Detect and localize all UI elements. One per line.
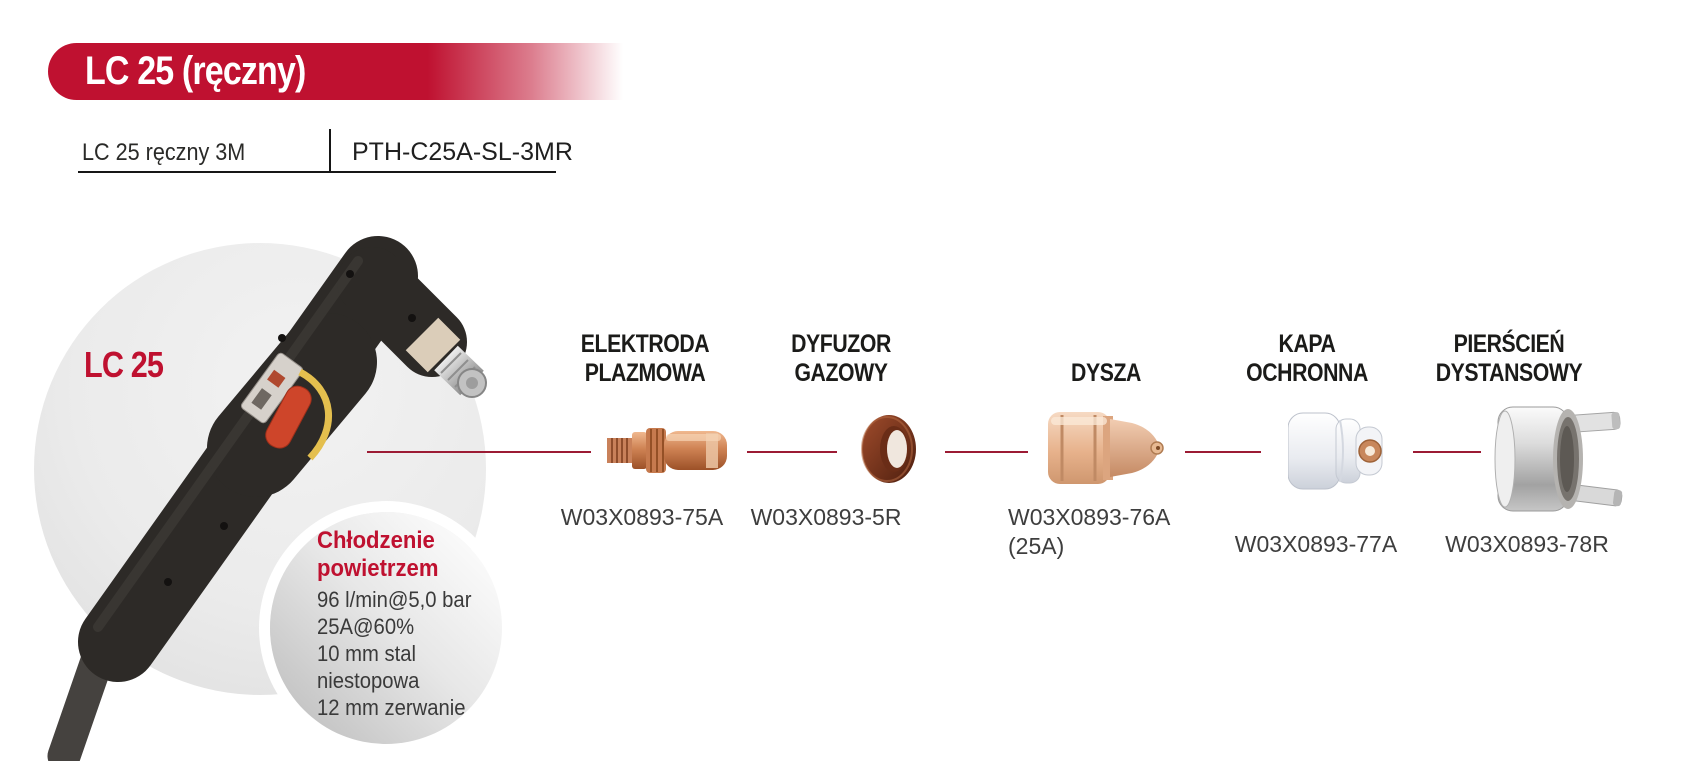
cooling-title-line2: powietrzem [317, 555, 439, 582]
cooling-spec-duty: 25A@60% [317, 614, 415, 639]
model-code: PTH-C25A-SL-3MR [352, 138, 573, 166]
model-divider [329, 129, 331, 173]
part-header-dysza: DYSZA [1071, 359, 1141, 387]
connector-line-segment [1413, 451, 1481, 453]
part-number-pierscien: W03X0893-78R [1445, 531, 1609, 557]
cooling-title-line1: Chłodzenie [317, 527, 435, 554]
connector-line-segment [367, 451, 591, 453]
cooling-specs: 96 l/min@5,0 bar 25A@60% 10 mm stal nies… [317, 586, 471, 721]
part-header-dyfuzor: DYFUZOR GAZOWY [791, 330, 891, 387]
cooling-spec-cut1: 10 mm stal [317, 641, 416, 666]
part-number-dysza-block: W03X0893-76A (25A) [1008, 503, 1170, 561]
part-number-dyfuzor: W03X0893-5R [750, 504, 902, 530]
torch-label-patch [240, 352, 304, 424]
connector-line-segment [1185, 451, 1261, 453]
part-header-elektroda: ELEKTRODA PLAZMOWA [580, 330, 710, 387]
cooling-spec-cut2: niestopowa [317, 668, 420, 693]
part-header-pierscien: PIERŚCIEŃ DYSTANSOWY [1435, 330, 1583, 387]
nozzle-icon [1048, 412, 1164, 484]
part-header-kapa: KAPA OCHRONNA [1246, 330, 1368, 387]
torch-trigger [265, 385, 312, 449]
electrode-icon [607, 428, 727, 473]
plasma-torch-illustration [47, 236, 487, 761]
torch-model-label: LC 25 [84, 344, 164, 385]
part-number-kapa: W03X0893-77A [1234, 531, 1398, 557]
spacer-ring-icon [1494, 406, 1623, 512]
part-number-elektroda: W03X0893-75A [560, 504, 724, 530]
shield-cap-icon [1288, 412, 1383, 490]
gas-diffuser-icon [861, 415, 916, 483]
connector-line-segment [747, 451, 837, 453]
title-banner: LC 25 (ręczny) [48, 43, 623, 100]
connector-line-segment [945, 451, 1028, 453]
model-underline [78, 171, 556, 173]
model-name: LC 25 ręczny 3M [82, 139, 246, 166]
torch-connector [405, 317, 487, 398]
part-number-dysza: W03X0893-76A [1008, 504, 1171, 530]
part-number-dysza-note: (25A) [1008, 533, 1065, 559]
page-title: LC 25 (ręczny) [85, 49, 306, 93]
cooling-spec-sever: 12 mm zerwanie [317, 695, 466, 720]
cooling-spec-flow: 96 l/min@5,0 bar [317, 587, 472, 612]
trigger-guard [298, 368, 333, 461]
cooling-text-block: Chłodzenie powietrzem 96 l/min@5,0 bar 2… [317, 527, 471, 721]
cooling-spec-circle: Chłodzenie powietrzem 96 l/min@5,0 bar 2… [270, 512, 502, 744]
